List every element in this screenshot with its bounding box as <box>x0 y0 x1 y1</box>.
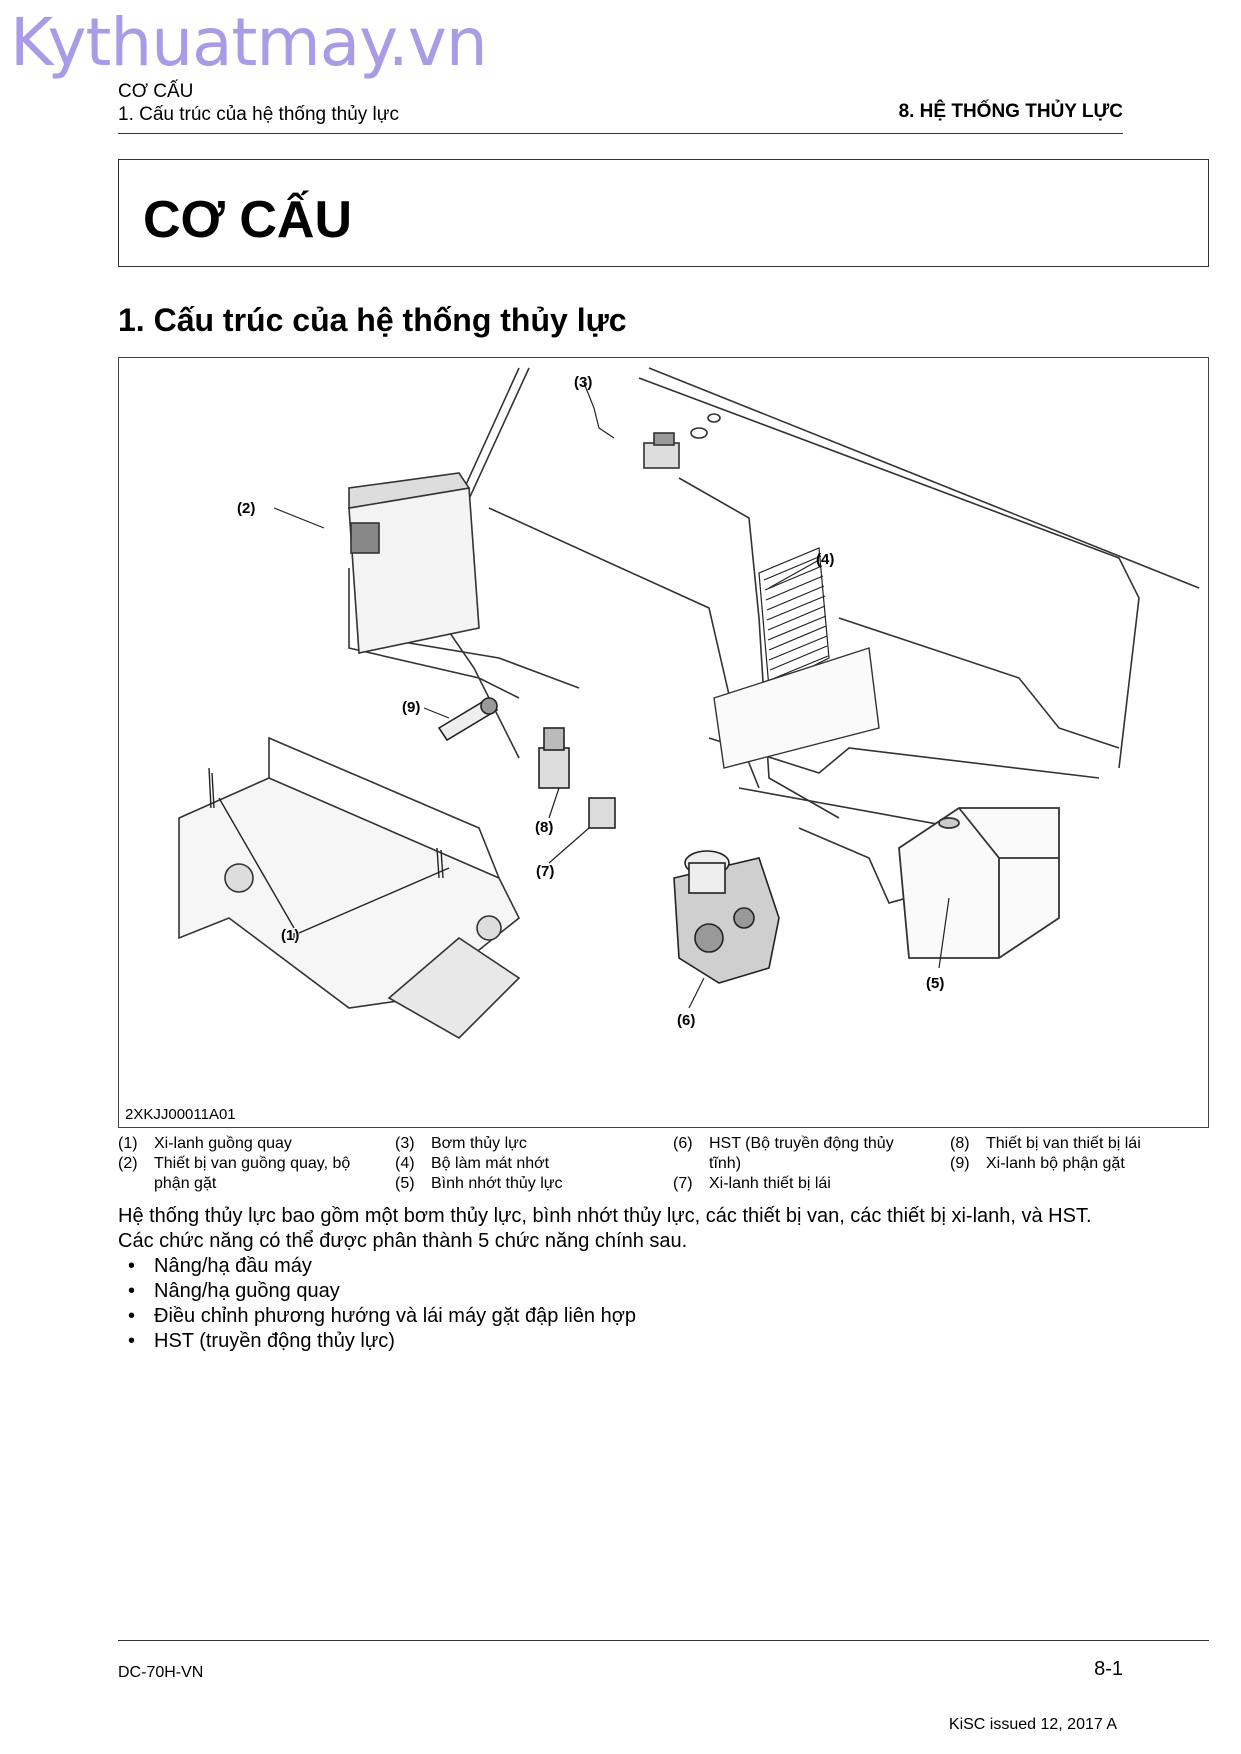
legend-item-6: (6)HST (Bộ truyền động thủy tĩnh) <box>673 1135 894 1172</box>
body-paragraph-2: Các chức năng có thể được phân thành 5 c… <box>118 1230 688 1252</box>
callout-9: (9) <box>402 699 420 716</box>
legend-item-2: (2)Thiết bị van guồng quay, bộ phận gặt <box>118 1155 351 1192</box>
legend-item-7: (7)Xi-lanh thiết bị lái <box>673 1175 831 1192</box>
callout-2: (2) <box>237 500 255 517</box>
watermark: Kythuatmay.vn <box>10 4 488 81</box>
function-list: Nâng/hạ đầu máy Nâng/hạ guồng quay Điều … <box>118 1254 1209 1354</box>
footer-divider <box>118 1640 1209 1641</box>
issue-note: KiSC issued 12, 2017 A <box>948 1716 1117 1733</box>
header-divider <box>118 133 1123 134</box>
callout-3: (3) <box>574 374 592 391</box>
list-item: HST (truyền động thủy lực) <box>118 1329 1209 1354</box>
body-text: Hệ thống thủy lực bao gồm một bơm thủy l… <box>118 1204 1209 1354</box>
legend-column-3: (6)HST (Bộ truyền động thủy tĩnh) (7)Xi-… <box>673 1134 919 1194</box>
chapter-title-box: CƠ CẤU <box>118 159 1209 267</box>
page-number: 8-1 <box>1094 1658 1123 1680</box>
list-item: Điều chỉnh phương hướng và lái máy gặt đ… <box>118 1304 1209 1329</box>
legend-item-3: (3)Bơm thủy lực <box>395 1135 527 1152</box>
callout-7: (7) <box>536 863 554 880</box>
legend-column-1: (1)Xi-lanh guồng quay (2)Thiết bị van gu… <box>118 1134 364 1194</box>
legend-item-5: (5)Bình nhớt thủy lực <box>395 1175 563 1192</box>
figure-code: 2XKJJ00011A01 <box>125 1106 236 1123</box>
document-code: DC-70H-VN <box>118 1664 204 1681</box>
callout-4: (4) <box>816 551 834 568</box>
list-item: Nâng/hạ đầu máy <box>118 1254 1209 1279</box>
callout-1: (1) <box>281 927 299 944</box>
body-paragraph-1: Hệ thống thủy lực bao gồm một bơm thủy l… <box>118 1205 1092 1227</box>
legend-column-4: (8)Thiết bị van thiết bị lái (9)Xi-lanh … <box>950 1134 1196 1174</box>
legend-item-9: (9)Xi-lanh bộ phận gặt <box>950 1155 1125 1172</box>
legend-item-1: (1)Xi-lanh guồng quay <box>118 1135 292 1152</box>
legend-item-4: (4)Bộ làm mát nhớt <box>395 1155 550 1172</box>
running-header: CƠ CẤU 1. Cấu trúc của hệ thống thủy lực <box>118 80 399 126</box>
chapter-title: CƠ CẤU <box>143 191 353 249</box>
legend-column-2: (3)Bơm thủy lực (4)Bộ làm mát nhớt (5)Bì… <box>395 1134 641 1194</box>
diagram-drawing: (1) (2) (3) (4) (5) (6) (7) (8) (9) <box>178 367 1200 1039</box>
callout-8: (8) <box>535 819 553 836</box>
hydraulic-system-diagram: (1) (2) (3) (4) (5) (6) (7) (8) (9) 2XKJ… <box>118 357 1209 1128</box>
legend-item-8: (8)Thiết bị van thiết bị lái <box>950 1135 1141 1152</box>
callout-6: (6) <box>677 1012 695 1029</box>
header-system: 8. HỆ THỐNG THỦY LỰC <box>898 101 1123 122</box>
header-chapter: CƠ CẤU <box>118 81 194 102</box>
header-section: 1. Cấu trúc của hệ thống thủy lực <box>118 104 399 125</box>
callout-5: (5) <box>926 975 944 992</box>
section-heading: 1. Cấu trúc của hệ thống thủy lực <box>118 302 627 338</box>
list-item: Nâng/hạ guồng quay <box>118 1279 1209 1304</box>
